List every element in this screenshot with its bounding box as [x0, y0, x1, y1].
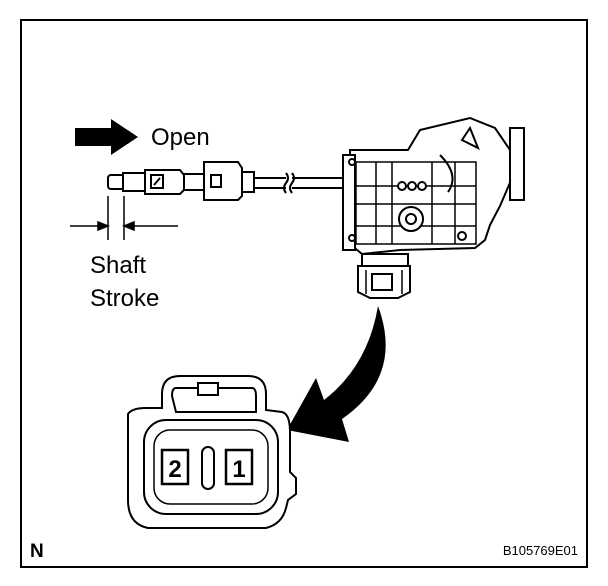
- open-label: Open: [151, 124, 210, 151]
- stroke-label: Stroke: [90, 285, 159, 312]
- pin-2-box: [160, 448, 190, 486]
- figure-code-label: B105769E01: [503, 543, 578, 558]
- actuator-shaft-assembly: [107, 161, 343, 201]
- pin-2-label: 2: [168, 456, 181, 483]
- view-marker-label: N: [30, 541, 44, 562]
- shaft-label: Shaft: [90, 252, 146, 279]
- view-pointer-arrow: [287, 306, 386, 442]
- pin-1-box: [224, 448, 254, 486]
- pin-1-label: 1: [232, 456, 245, 483]
- actuator-body: [342, 116, 525, 299]
- shaft-stroke-dimension: [70, 196, 178, 240]
- figure-frame: [20, 19, 588, 568]
- connector-face: [127, 375, 297, 529]
- open-direction-arrow: [75, 119, 138, 155]
